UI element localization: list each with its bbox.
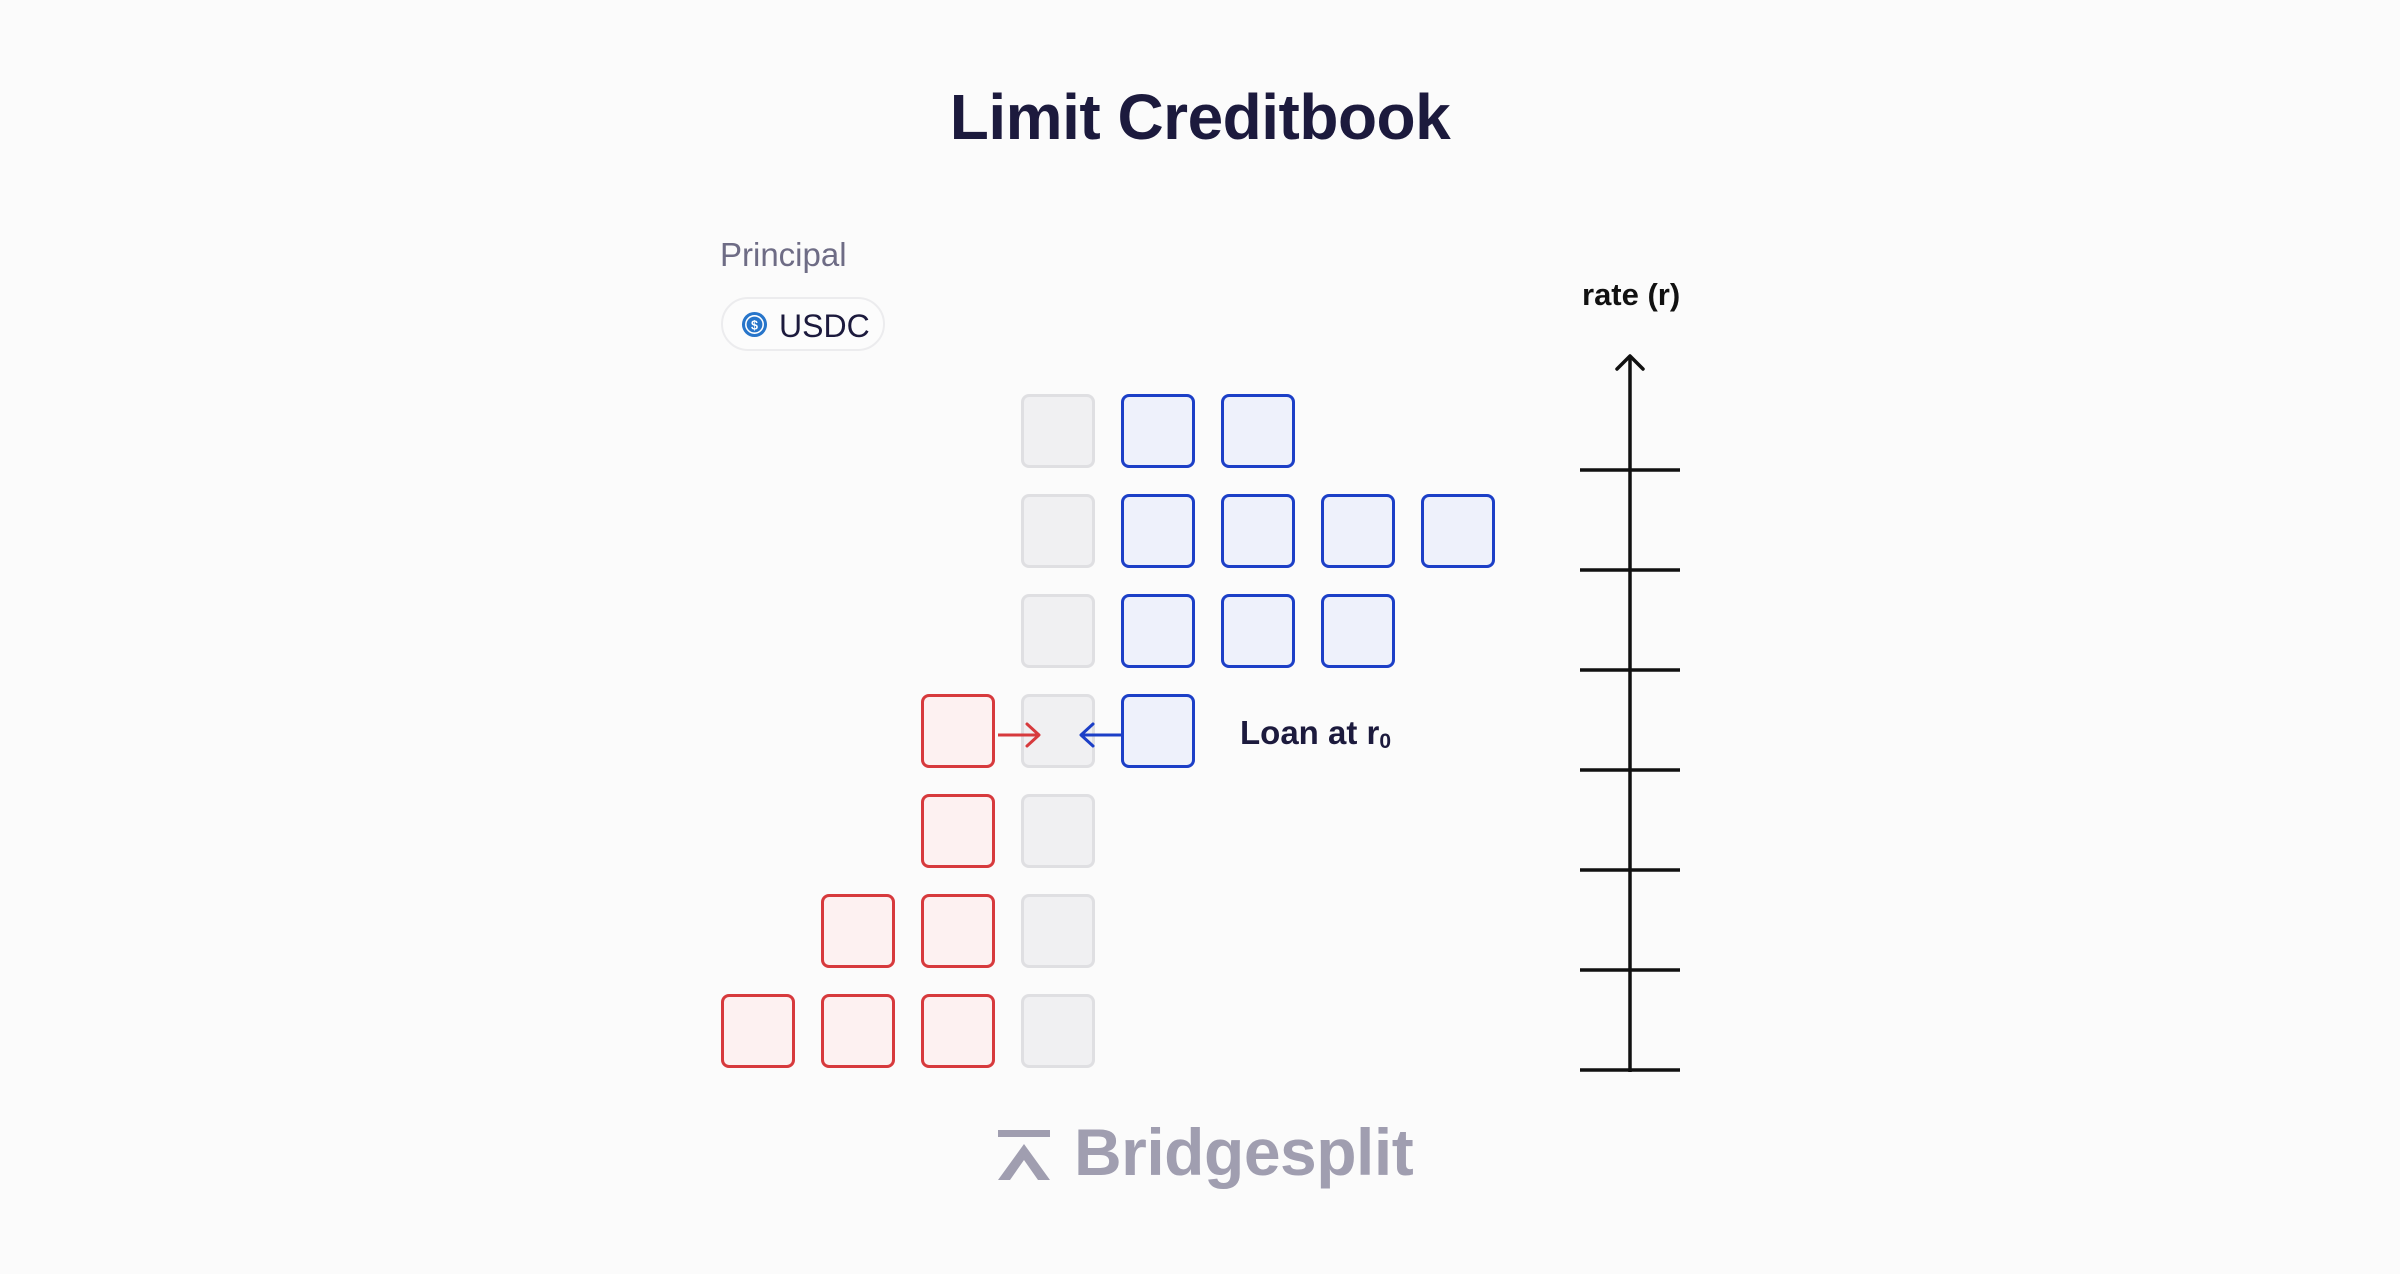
loan-label: Loan at r0 xyxy=(1240,714,1391,754)
lend-order-cell xyxy=(1421,494,1495,568)
lend-order-cell xyxy=(1321,594,1395,668)
lend-order-cell xyxy=(1121,594,1195,668)
lend-order-cell xyxy=(1221,394,1295,468)
lend-order-cell xyxy=(1221,494,1295,568)
token-label: USDC xyxy=(779,308,870,344)
borrow-match-arrow xyxy=(998,722,1041,748)
borrow-order-cell xyxy=(821,994,895,1068)
borrow-order-cell xyxy=(821,894,895,968)
page-title: Limit Creditbook xyxy=(949,81,1451,153)
lend-order-cell xyxy=(1121,394,1195,468)
rate-level-cell xyxy=(1021,894,1095,968)
borrow-order-cell xyxy=(721,994,795,1068)
borrow-order-cell xyxy=(921,994,995,1068)
rate-axis-label: rate (r) xyxy=(1582,277,1681,312)
token-selector[interactable]: $ USDC xyxy=(721,297,885,351)
rate-level-cell xyxy=(1021,494,1095,568)
loan-label-text: Loan at r xyxy=(1240,714,1380,751)
svg-text:$: $ xyxy=(751,318,758,332)
rate-axis-arrowhead xyxy=(1615,354,1645,371)
rate-level-cell xyxy=(1021,394,1095,468)
borrow-order-cell xyxy=(921,894,995,968)
bridgesplit-logo: Bridgesplit xyxy=(996,1115,1416,1192)
bridgesplit-logo-icon xyxy=(998,1130,1050,1180)
rate-level-cell xyxy=(1021,994,1095,1068)
lend-order-cell xyxy=(1221,594,1295,668)
brand-name: Bridgesplit xyxy=(1074,1115,1414,1189)
rate-level-cell xyxy=(1021,594,1095,668)
lend-match-arrow xyxy=(1079,722,1122,748)
principal-label: Principal xyxy=(720,236,847,273)
lend-order-cell xyxy=(1121,494,1195,568)
lend-order-cell xyxy=(1121,694,1195,768)
usdc-coin-icon: $ xyxy=(741,311,768,338)
loan-label-subscript: 0 xyxy=(1379,730,1392,753)
borrow-order-cell xyxy=(921,694,995,768)
rate-level-cell xyxy=(1021,794,1095,868)
lend-order-cell xyxy=(1321,494,1395,568)
borrow-order-cell xyxy=(921,794,995,868)
